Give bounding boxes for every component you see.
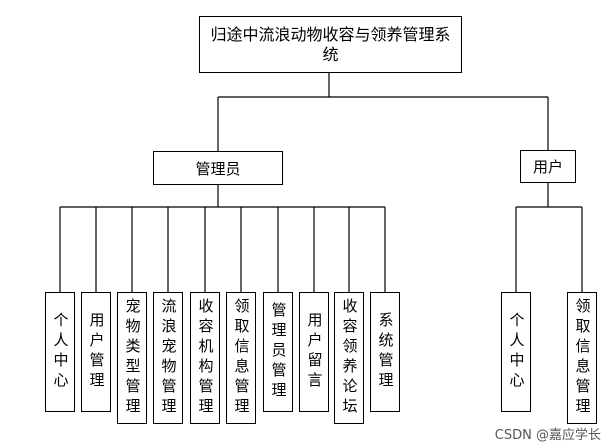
leaf-label: 领取信息管理	[232, 298, 251, 418]
branch-user: 用户	[520, 150, 576, 183]
leaf-admin-user-messages: 用户留言	[299, 292, 329, 412]
root-title: 归途中流浪动物收容与领养管理系统	[210, 24, 451, 64]
leaf-label: 收容机构管理	[196, 298, 215, 418]
leaf-label: 系统管理	[376, 312, 395, 392]
leaf-label: 收容领养论坛	[340, 298, 359, 418]
root-node: 归途中流浪动物收容与领养管理系统	[199, 16, 462, 73]
leaf-admin-adoption-forum: 收容领养论坛	[334, 292, 364, 424]
leaf-user-personal-center: 个人中心	[501, 292, 531, 412]
leaf-label: 用户留言	[305, 312, 324, 392]
leaf-label: 个人中心	[51, 312, 70, 392]
leaf-label: 流浪宠物管理	[159, 298, 178, 418]
leaf-admin-system-management: 系统管理	[370, 292, 400, 412]
leaf-label: 管理员管理	[269, 302, 288, 402]
leaf-label: 领取信息管理	[573, 298, 592, 418]
watermark-text: CSDN @嘉应学长	[494, 428, 601, 443]
leaf-label: 宠物类型管理	[123, 298, 142, 418]
leaf-admin-stray-pet-management: 流浪宠物管理	[153, 292, 183, 424]
leaf-admin-personal-center: 个人中心	[45, 292, 75, 412]
leaf-label: 用户管理	[87, 312, 106, 392]
leaf-admin-user-management: 用户管理	[81, 292, 111, 412]
leaf-admin-claim-info-management: 领取信息管理	[226, 292, 256, 424]
leaf-admin-admin-management: 管理员管理	[263, 292, 293, 412]
branch-admin-label: 管理员	[195, 159, 241, 178]
leaf-user-claim-info-management: 领取信息管理	[567, 292, 597, 424]
branch-admin: 管理员	[153, 151, 283, 185]
leaf-admin-pet-type-management: 宠物类型管理	[117, 292, 147, 424]
leaf-admin-shelter-management: 收容机构管理	[190, 292, 220, 424]
branch-user-label: 用户	[532, 158, 563, 176]
leaf-label: 个人中心	[507, 312, 526, 392]
